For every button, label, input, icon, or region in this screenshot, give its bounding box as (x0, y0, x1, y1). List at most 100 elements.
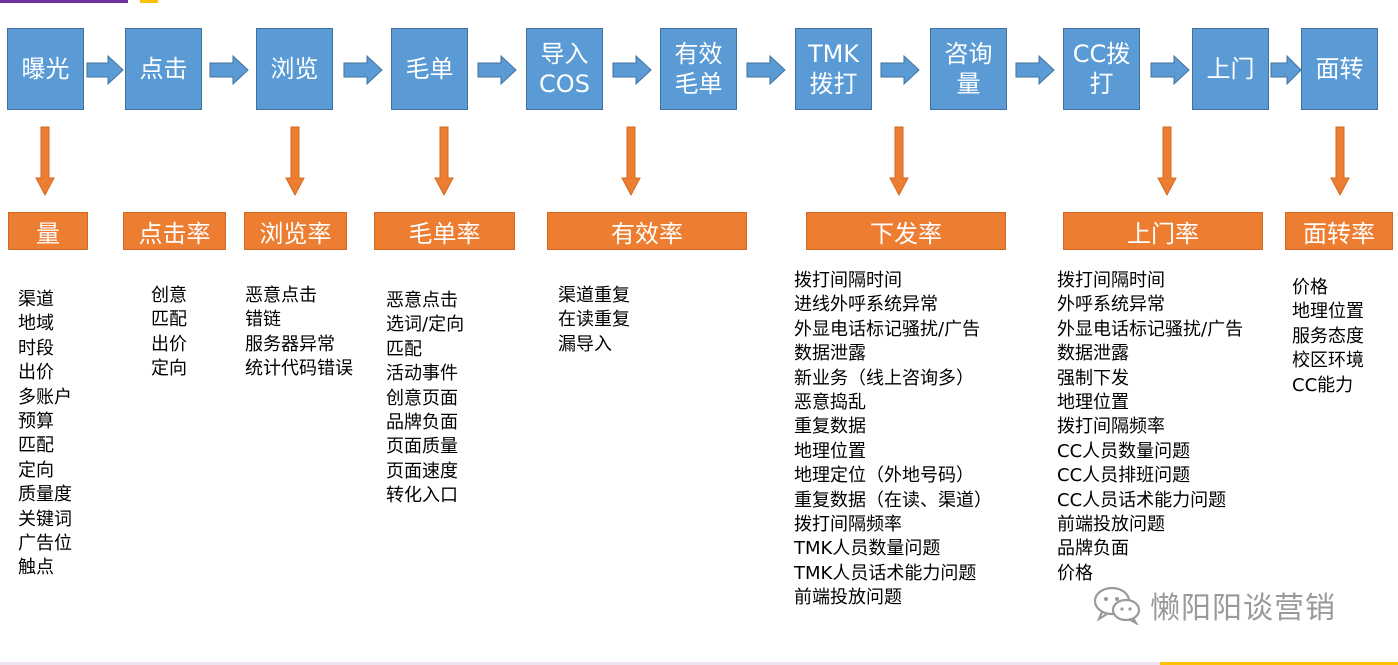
metric-visit-rate: 上门率 (1063, 212, 1263, 250)
metric-volume: 量 (8, 212, 88, 250)
list-item: 定向 (18, 459, 54, 481)
top-accent-line (0, 0, 128, 3)
arrow-right-icon (1150, 55, 1190, 85)
list-item: 新业务（线上咨询多） (794, 367, 974, 389)
list-item: 渠道 (18, 289, 54, 310)
list-item: 触点 (18, 557, 54, 579)
list-item: 前端投放问题 (794, 587, 902, 609)
arrow-down-icon (434, 126, 454, 196)
list-item: 服务器异常 (245, 333, 335, 355)
list-item: 进线外呼系统异常 (794, 294, 938, 316)
list-item: 出价 (151, 333, 187, 355)
list-item: 时段 (18, 337, 54, 359)
metric-ctr: 点击率 (123, 212, 226, 250)
arrow-right-icon (1270, 55, 1302, 85)
list-item: 价格 (1057, 562, 1093, 584)
list-item: 前端投放问题 (1057, 514, 1165, 536)
stage-tmk-call: TMK 拨打 (795, 28, 872, 110)
stage-inquiry-volume: 咨询 量 (930, 28, 1007, 110)
metric-valid-rate: 有效率 (547, 212, 747, 250)
list-item: 转化入口 (386, 485, 458, 507)
list-item: CC人员数量问题 (1057, 440, 1191, 462)
list-item: 拨打间隔频率 (794, 514, 902, 536)
list-item: 地理位置 (1057, 392, 1129, 414)
bottom-accent-line (0, 662, 1398, 665)
list-item: 页面速度 (386, 460, 458, 482)
list-item: TMK人员数量问题 (794, 538, 941, 560)
list-item: 品牌负面 (1057, 538, 1129, 560)
list-item: 多账户 (18, 386, 72, 408)
list-item: 选词/定向 (386, 314, 465, 336)
stage-conversion: 面转 (1301, 28, 1378, 110)
list-item: 恶意点击 (245, 285, 317, 306)
arrow-down-icon (1157, 126, 1177, 196)
top-accent-line-2 (140, 0, 158, 3)
list-item: 地理位置 (794, 440, 866, 462)
factor-list-volume: 渠道 地域 时段 出价 多账户 预算 匹配 定向 质量度 关键词 广告位 触点 (18, 288, 72, 581)
arrow-down-icon (1330, 126, 1350, 196)
factor-list-valid-rate: 渠道重复 在读重复 漏导入 (558, 284, 630, 357)
list-item: 外呼系统异常 (1057, 294, 1165, 316)
stage-raw-leads: 毛单 (391, 28, 468, 110)
list-item: 广告位 (18, 533, 72, 555)
list-item: 关键词 (18, 508, 72, 530)
stage-valid-leads: 有效 毛单 (660, 28, 737, 110)
list-item: 漏导入 (558, 333, 612, 355)
arrow-right-icon (612, 55, 652, 85)
list-item: 定向 (151, 358, 187, 380)
metric-conversion-rate: 面转率 (1285, 212, 1393, 250)
wechat-icon (1093, 586, 1141, 625)
stage-exposure: 曝光 (7, 28, 84, 110)
list-item: CC人员排班问题 (1057, 465, 1191, 487)
arrow-right-icon (746, 55, 786, 85)
list-item: 出价 (18, 362, 54, 384)
list-item: 渠道重复 (558, 285, 630, 306)
list-item: 创意页面 (386, 387, 458, 409)
arrow-down-icon (35, 126, 55, 196)
list-item: 页面质量 (386, 436, 458, 458)
list-item: 外显电话标记骚扰/广告 (1057, 318, 1244, 340)
arrow-right-icon (343, 55, 383, 85)
list-item: 活动事件 (386, 363, 458, 385)
list-item: 预算 (18, 411, 54, 433)
arrow-right-icon (209, 55, 249, 85)
list-item: 拨打间隔时间 (794, 270, 902, 291)
list-item: 匹配 (18, 435, 54, 457)
arrow-down-icon (889, 126, 909, 196)
list-item: TMK人员话术能力问题 (794, 562, 977, 584)
watermark: 懒阳阳谈营销 (1092, 583, 1336, 627)
list-item: 数据泄露 (794, 343, 866, 365)
list-item: 地理定位（外地号码） (794, 465, 974, 487)
list-item: 恶意捣乱 (794, 392, 866, 414)
list-item: 匹配 (151, 309, 187, 331)
stage-click: 点击 (125, 28, 202, 110)
stage-browse: 浏览 (256, 28, 333, 110)
list-item: 重复数据（在读、渠道） (794, 489, 992, 511)
list-item: 错链 (245, 309, 281, 331)
list-item: 价格 (1292, 277, 1328, 298)
list-item: 服务态度 (1292, 325, 1364, 347)
list-item: CC人员话术能力问题 (1057, 489, 1227, 511)
factor-list-browse-rate: 恶意点击 错链 服务器异常 统计代码错误 (245, 284, 353, 382)
arrow-right-icon (477, 55, 517, 85)
list-item: 校区环境 (1292, 350, 1364, 372)
list-item: 数据泄露 (1057, 343, 1129, 365)
factor-list-conversion-rate: 价格 地理位置 服务态度 校区环境 CC能力 (1292, 276, 1364, 398)
list-item: CC能力 (1292, 374, 1354, 396)
list-item: 地域 (18, 313, 54, 335)
factor-list-lead-rate: 恶意点击 选词/定向 匹配 活动事件 创意页面 品牌负面 页面质量 页面速度 转… (386, 289, 464, 509)
stage-cc-call: CC拨 打 (1063, 28, 1140, 110)
list-item: 拨打间隔频率 (1057, 416, 1165, 438)
metric-browse-rate: 浏览率 (244, 212, 347, 250)
bottom-accent-line-2 (1160, 662, 1398, 665)
watermark-text: 懒阳阳谈营销 (1150, 591, 1336, 626)
metric-dispatch-rate: 下发率 (806, 212, 1006, 250)
list-item: 恶意点击 (386, 290, 458, 311)
arrow-down-icon (621, 126, 641, 196)
list-item: 品牌负面 (386, 412, 458, 434)
factor-list-dispatch-rate: 拨打间隔时间 进线外呼系统异常 外显电话标记骚扰/广告 数据泄露 新业务（线上咨… (794, 269, 992, 611)
list-item: 强制下发 (1057, 367, 1129, 389)
factor-list-visit-rate: 拨打间隔时间 外呼系统异常 外显电话标记骚扰/广告 数据泄露 强制下发 地理位置… (1057, 269, 1243, 586)
arrow-right-icon (880, 55, 920, 85)
list-item: 外显电话标记骚扰/广告 (794, 318, 981, 340)
